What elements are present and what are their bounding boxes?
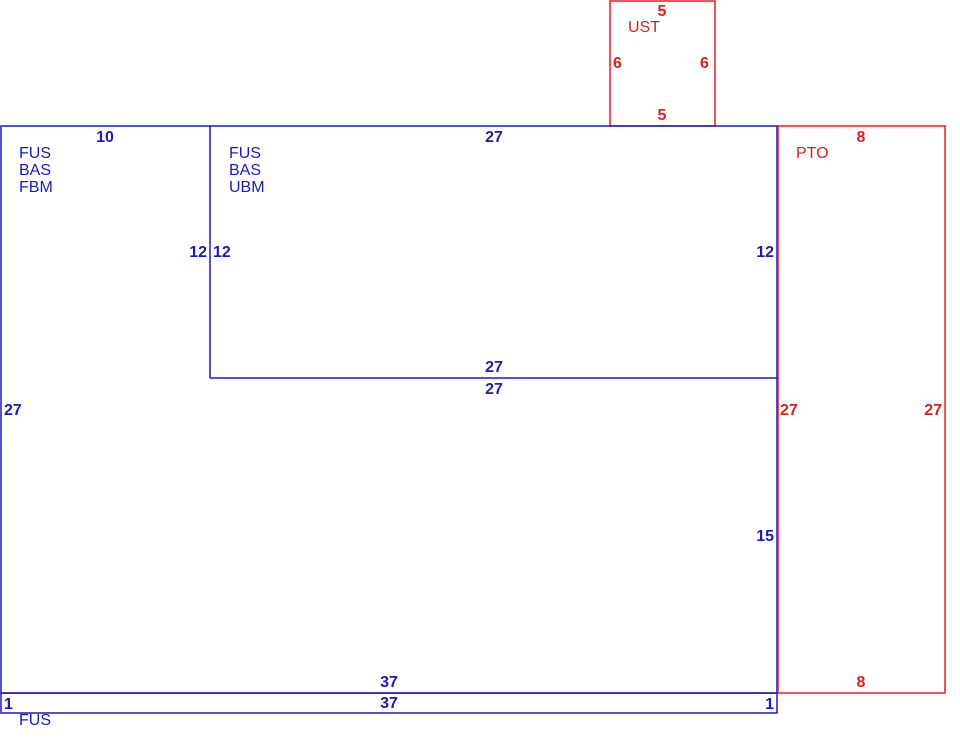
- fbm-label-line-1: FUS: [19, 145, 51, 162]
- strip-left-dimension: 1: [4, 696, 13, 713]
- ust-area-label: UST: [628, 19, 660, 36]
- pto-bottom-dimension: 8: [857, 674, 866, 691]
- ust-bottom-dimension: 5: [658, 107, 667, 124]
- fus-strip-outline: [0, 692, 778, 714]
- strip-top-dimension: 37: [380, 695, 398, 712]
- pto-area-outline: [777, 125, 946, 694]
- lower-top-dimension: 27: [485, 381, 503, 398]
- lower-right-dimension: 15: [756, 528, 774, 545]
- fbm-left-dimension: 27: [4, 402, 22, 419]
- ubm-right-dimension: 12: [756, 244, 774, 261]
- pto-left-dimension: 27: [780, 402, 798, 419]
- strip-right-dimension: 1: [765, 696, 774, 713]
- ust-right-dimension: 6: [700, 55, 709, 72]
- ubm-bottom-dimension: 27: [485, 359, 503, 376]
- ubm-label-line-1: FUS: [229, 145, 261, 162]
- ubm-label-line-2: BAS: [229, 162, 261, 179]
- pto-top-dimension: 8: [857, 129, 866, 146]
- ust-top-dimension: 5: [658, 3, 667, 20]
- fbm-top-dimension: 10: [96, 129, 114, 146]
- ust-left-dimension: 6: [613, 55, 622, 72]
- fbm-right-dimension: 12: [189, 244, 207, 261]
- ubm-left-dimension: 12: [213, 244, 231, 261]
- pto-area-label: PTO: [796, 145, 829, 162]
- pto-right-dimension: 27: [924, 402, 942, 419]
- fbm-label-line-3: FBM: [19, 179, 53, 196]
- strip-area-label: FUS: [19, 712, 51, 729]
- ubm-top-dimension: 27: [485, 129, 503, 146]
- fbm-label-line-2: BAS: [19, 162, 51, 179]
- ubm-label-line-3: UBM: [229, 179, 265, 196]
- main-area-outline: [0, 125, 778, 694]
- lower-bottom-dimension: 37: [380, 674, 398, 691]
